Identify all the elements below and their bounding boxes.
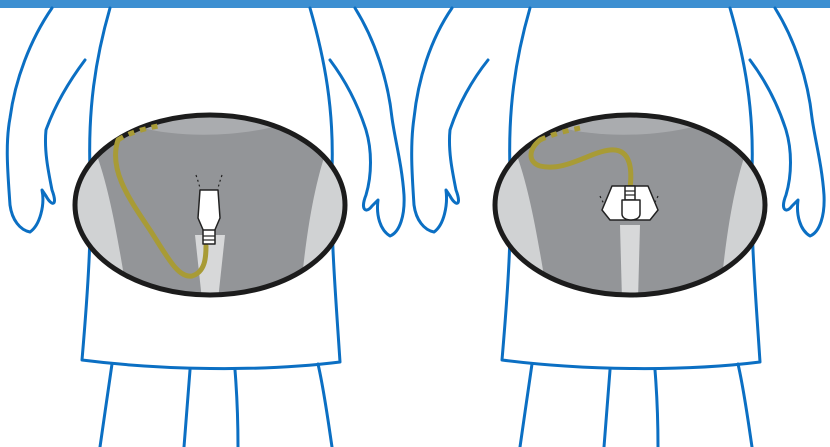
left-lens-rim (72, 112, 348, 298)
left-drain-tube (113, 137, 209, 279)
right-drain-tube (528, 137, 634, 191)
top-color-band (0, 0, 830, 8)
left-panel (5, 6, 406, 447)
right-lens-rim (492, 112, 768, 298)
right-drain-tube-tip (538, 125, 581, 143)
left-figure-right-arm (328, 6, 406, 238)
right-pouch-device (599, 185, 659, 221)
left-figure-leg-left (98, 362, 192, 447)
left-pouch-device (195, 174, 223, 245)
right-figure-right-arm (748, 6, 826, 238)
left-drain-tube-tip (116, 123, 159, 143)
left-figure-left-arm (5, 6, 87, 234)
right-panel (410, 6, 826, 447)
right-figure-left-arm (410, 6, 490, 234)
right-figure-leg-right (653, 362, 754, 447)
right-figure-leg-left (518, 362, 612, 447)
left-xray-lens (72, 112, 348, 298)
left-figure-leg-right (233, 362, 334, 447)
